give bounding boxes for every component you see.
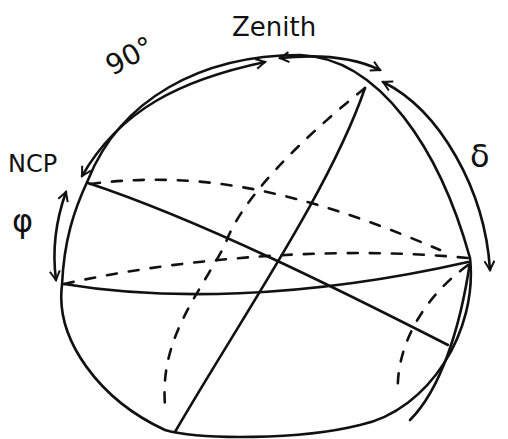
arc-arrow-phi <box>54 192 66 280</box>
zenith-label: Zenith <box>232 14 316 40</box>
equator-front <box>88 183 448 345</box>
arc-arrow-90 <box>82 62 265 176</box>
arc-arrow-zenith <box>280 57 380 71</box>
latitude-label: φ <box>12 205 33 237</box>
meridian-front <box>175 88 365 432</box>
sphere-outline <box>61 55 471 437</box>
pole-label: NCP <box>8 152 57 176</box>
right-circle-front <box>410 262 470 420</box>
right-circle-back <box>398 265 468 395</box>
horizon-front <box>64 262 468 294</box>
declination-label: δ <box>470 140 490 172</box>
meridian-back <box>165 88 365 405</box>
arc-arrow-delta <box>383 82 490 270</box>
angle-label: 90° <box>101 32 158 80</box>
equator-back <box>90 180 440 250</box>
